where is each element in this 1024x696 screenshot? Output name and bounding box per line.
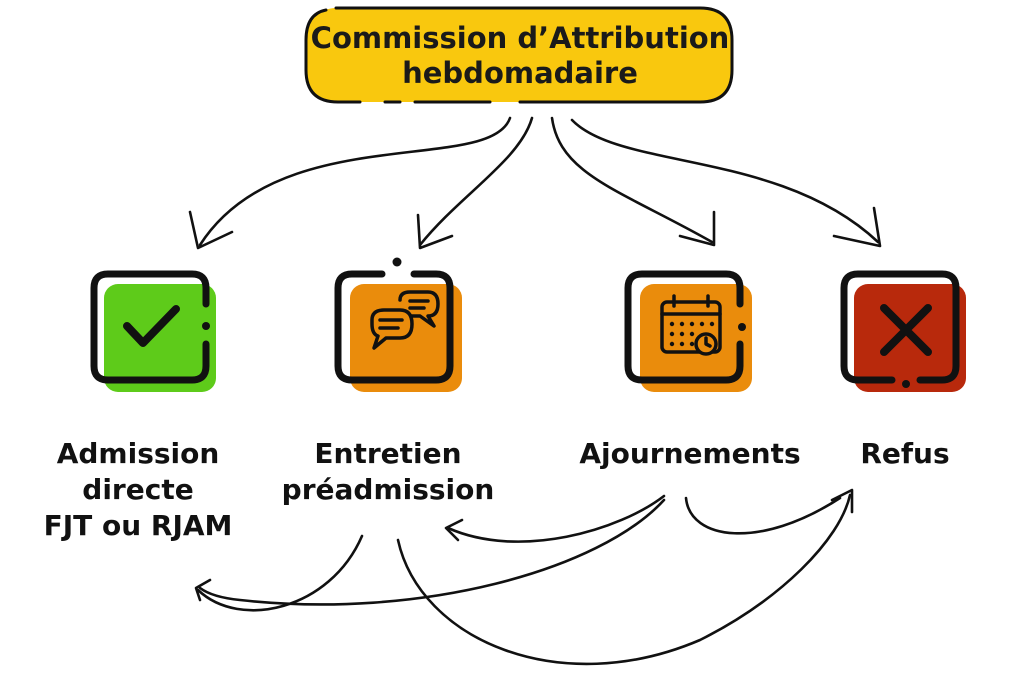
title-box-shape — [304, 6, 734, 104]
arrowhead-entretien-to-admission — [194, 578, 212, 602]
entretien-icon-box — [334, 257, 462, 392]
refus-label: Refus — [840, 436, 970, 472]
arrowhead-ajournements — [678, 210, 716, 247]
arrow-entretien-to-refus — [396, 493, 852, 666]
arrow-to-admission — [198, 116, 512, 247]
admission-label-line-3: FJT ou RJAM — [43, 509, 233, 542]
arrow-to-entretien — [418, 116, 534, 247]
arrow-ajournements-to-refus — [684, 496, 842, 535]
ajournements-label: Ajournements — [560, 436, 820, 472]
arrow-ajournements-to-admission — [198, 498, 666, 606]
arrow-to-ajournements — [550, 116, 714, 244]
ajournements-label-line-1: Ajournements — [579, 437, 801, 470]
entretien-label: Entretien préadmission — [270, 436, 506, 508]
arrow-to-refus — [570, 118, 880, 244]
arrow-ajournements-to-entretien — [446, 494, 666, 543]
admission-label-line-2: directe — [82, 473, 194, 506]
chat-bubbles-icon — [370, 290, 440, 350]
arrowhead-refus — [832, 206, 882, 248]
calendar-clock-icon — [660, 294, 722, 356]
cross-icon — [880, 304, 932, 356]
arrowhead-ajournements-to-entretien — [444, 518, 464, 542]
arrowhead-admission — [188, 210, 234, 250]
refus-label-line-1: Refus — [860, 437, 950, 470]
entretien-label-line-2: préadmission — [281, 473, 495, 506]
title-line-1: Commission d’Attribution — [310, 21, 730, 55]
admission-icon-box — [90, 270, 216, 392]
title-label: Commission d’Attribution hebdomadaire — [310, 10, 730, 102]
refus-icon-box — [840, 270, 966, 392]
entretien-label-line-1: Entretien — [314, 437, 462, 470]
ajournements-icon-box — [624, 270, 752, 392]
checkmark-icon — [123, 305, 180, 347]
arrowhead-entretien-to-refus — [830, 488, 854, 514]
admission-label: Admission directe FJT ou RJAM — [38, 436, 238, 544]
arrowhead-entretien — [416, 213, 454, 250]
admission-label-line-1: Admission — [56, 437, 220, 470]
arrow-entretien-to-admission — [196, 534, 364, 612]
title-line-2: hebdomadaire — [402, 56, 638, 90]
